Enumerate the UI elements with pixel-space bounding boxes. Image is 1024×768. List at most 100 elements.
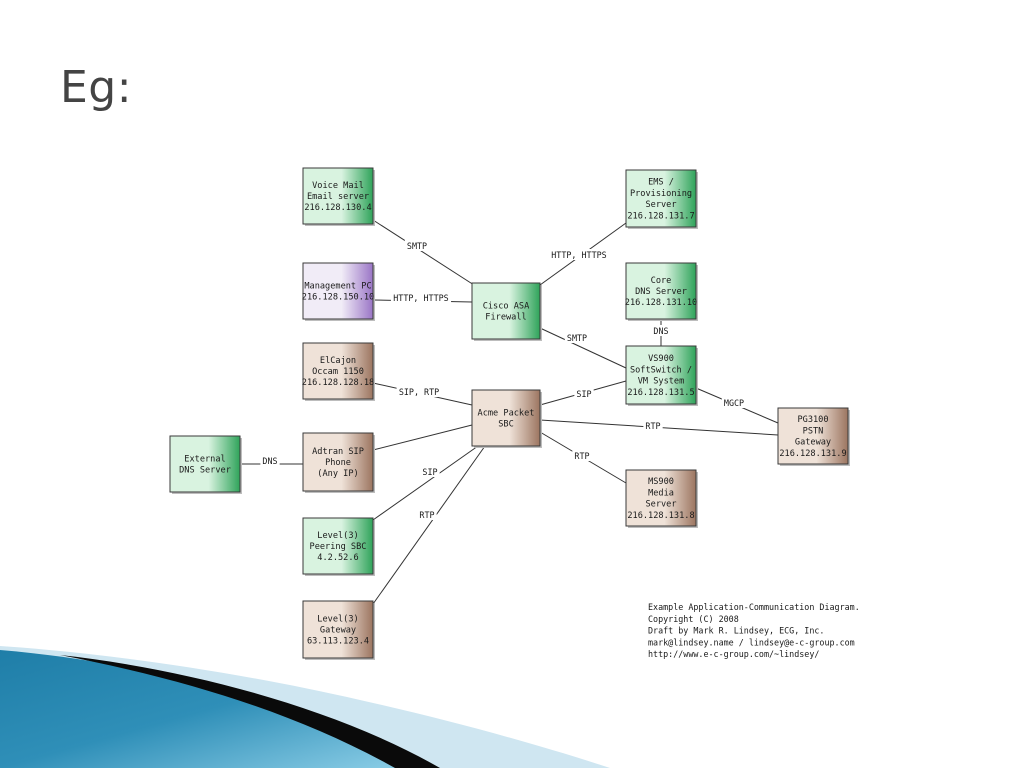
node-label-line: 216.128.131.9 <box>779 449 846 459</box>
node-label-line: DNS Server <box>179 466 231 476</box>
node-label-line: 216.128.131.5 <box>627 388 694 398</box>
edge-label-bg <box>420 466 440 477</box>
edge-label-bg <box>417 509 437 520</box>
node-label-line: 216.128.130.4 <box>304 203 371 213</box>
caption-line: Draft by Mark R. Lindsey, ECG, Inc. <box>648 626 824 636</box>
node-label-line: Peering SBC <box>310 542 367 552</box>
node-label-line: Cisco ASA <box>483 301 530 311</box>
edge-label-sbc-vs900: SIP <box>576 389 591 399</box>
node-label-line: SBC <box>498 420 514 430</box>
edge-label-bg <box>643 420 663 431</box>
node-label-line: Gateway <box>320 626 356 636</box>
edge-label-vs900-pg3100: MGCP <box>724 398 744 408</box>
node-box <box>302 517 374 575</box>
edge-label-bg <box>572 450 592 461</box>
edge-level3sbc-sbc <box>372 445 479 521</box>
edge-label-sbc-ms900: RTP <box>574 451 589 461</box>
node-cisco-asa[interactable]: Cisco ASA Firewall <box>471 282 542 341</box>
node-label-line: 4.2.52.6 <box>317 553 358 563</box>
edge-label-bg <box>404 240 430 251</box>
node-label-line: Core <box>651 276 672 286</box>
node-label-line: VS900 <box>648 354 674 364</box>
node-box <box>625 262 697 320</box>
edge-label-bg <box>564 332 590 343</box>
node-box <box>777 407 849 465</box>
node-box <box>302 432 374 492</box>
node-label-line: 216.128.150.10 <box>302 293 374 303</box>
node-label-line: Level(3) <box>317 531 358 541</box>
node-label-line: (Any IP) <box>317 469 358 479</box>
edge-label-asa-vs900: SMTP <box>567 333 587 343</box>
node-label-line: 63.113.123.4 <box>307 637 369 647</box>
edge-label-bg <box>651 325 671 336</box>
edge-level3gw-sbc <box>372 445 486 605</box>
edge-label-bg <box>721 397 747 408</box>
node-label-line: SoftSwitch / <box>630 365 692 375</box>
node-label-line: Firewall <box>485 313 526 323</box>
edge-label-bg <box>548 249 610 260</box>
node-box <box>471 282 541 340</box>
edge-label-bg <box>396 386 442 397</box>
node-label-line: External <box>184 454 225 464</box>
node-label-line: Media <box>648 488 674 498</box>
node-label-line: Gateway <box>795 438 831 448</box>
edge-label-level3gw-sbc: RTP <box>419 510 434 520</box>
node-label-line: Email server <box>307 192 369 202</box>
edge-label-elcajon-sbc: SIP, RTP <box>399 387 439 397</box>
node-label-line: Server <box>645 500 676 510</box>
node-label-line: Voice Mail <box>312 181 364 191</box>
edge-label-bg <box>390 292 452 303</box>
edge-adtran-sbc <box>372 424 473 451</box>
node-box <box>302 600 374 659</box>
node-label-line: DNS Server <box>635 287 687 297</box>
node-label-line: Server <box>645 200 676 210</box>
node-box <box>625 469 697 527</box>
edge-label-mgmt-asa: HTTP, HTTPS <box>393 293 448 303</box>
edge-label-sbc-pg3100: RTP <box>645 421 660 431</box>
node-label-line: 216.128.128.18 <box>302 378 374 388</box>
node-label-line: PG3100 <box>797 415 828 425</box>
node-label-line: VM System <box>638 377 685 387</box>
decor-swoosh-blue <box>0 650 420 768</box>
node-label-line: EMS / <box>648 178 674 188</box>
node-box <box>169 435 241 493</box>
node-label-line: PSTN <box>803 426 824 436</box>
node-label-line: 216.128.131.10 <box>625 298 697 308</box>
caption-line: mark@lindsey.name / lindsey@e-c-group.co… <box>648 637 855 647</box>
node-label-line: Level(3) <box>317 614 358 624</box>
edge-asa-vs900 <box>539 327 627 369</box>
node-label-line: 216.128.131.8 <box>627 511 694 521</box>
slide-title: Eg: <box>60 62 133 113</box>
node-label-line: Adtran SIP <box>312 447 364 457</box>
edge-label-ems-asa: HTTP, HTTPS <box>551 250 606 260</box>
node-box <box>625 169 697 228</box>
caption-line: Example Application-Communication Diagra… <box>648 602 860 612</box>
node-label-line: MS900 <box>648 477 674 487</box>
caption-line: http://www.e-c-group.com/~lindsey/ <box>648 649 819 659</box>
edge-label-extdns-adtran: DNS <box>262 456 277 466</box>
edge-label-coredns-vs900: DNS <box>653 326 668 336</box>
node-label-line: Occam 1150 <box>312 367 364 377</box>
node-box <box>625 345 697 405</box>
node-label-line: Acme Packet <box>478 408 535 418</box>
caption-line: Copyright (C) 2008 <box>648 614 739 624</box>
edge-label-bg <box>260 455 280 466</box>
node-label-line: ElCajon <box>320 356 356 366</box>
edge-label-level3sbc-sbc: SIP <box>422 467 437 477</box>
decor-swoosh-black <box>60 655 440 768</box>
node-box <box>302 262 374 320</box>
